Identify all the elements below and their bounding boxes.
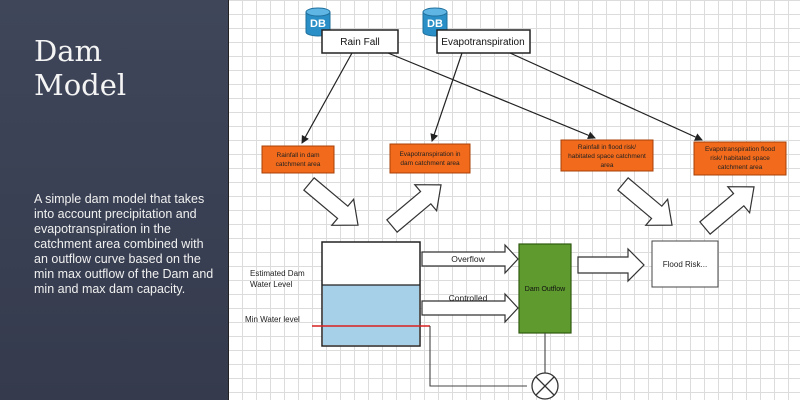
db-badge-evapotranspiration: DB [427, 18, 443, 30]
overflow-arrow [421, 243, 519, 275]
diagram-canvas: DB DB Rain Fall Evapotranspiration Rainf… [228, 0, 800, 400]
evap-dam-catchment-box [389, 143, 471, 174]
estimated-level-line-1: Estimated Dam [250, 269, 305, 278]
evap-flood-line-1: Evapotranspiration flood [705, 146, 775, 153]
arrow-evap-to-dam [430, 52, 463, 142]
controlled-arrow [421, 292, 519, 324]
title-line-2: Model [34, 68, 127, 102]
arrow-evap-to-flood [509, 52, 703, 141]
estimated-level-line-2: Water Level [250, 280, 293, 289]
rainfall-flood-line-3: area [600, 162, 613, 169]
evap-dam-line-1: Evapotranspiration in [399, 151, 460, 158]
min-water-level-label: Min Water level [245, 315, 300, 324]
rainfall-dam-line-2: catchment area [276, 161, 321, 168]
rainfall-flood-line-1: Rainfall in flood risk/ [578, 144, 636, 151]
controlled-label: Controlled [449, 293, 488, 303]
arrow-rain-to-dam [301, 52, 353, 144]
rainfall-flood-catchment-box [560, 139, 654, 172]
arrow-rain-to-flood [387, 52, 596, 140]
title-line-1: Dam [34, 34, 103, 68]
valve-icon [531, 372, 559, 400]
evap-flood-line-2: risk/ habitated space [710, 155, 770, 162]
database-icon-rainfall: DB [305, 7, 331, 37]
evap-dam-line-2: dam catchment area [400, 160, 460, 167]
outflow-to-flood-arrow [577, 247, 645, 283]
block-arrow-rain-into-dam [303, 177, 359, 226]
overflow-label: Overflow [451, 254, 485, 264]
evap-flood-catchment-box [693, 141, 787, 176]
dam-water-fill [323, 285, 419, 345]
rainfall-source-box [321, 29, 399, 54]
flood-risk-label: Flood Risk... [663, 260, 707, 269]
evapotranspiration-source-box [436, 29, 531, 54]
evap-flood-line-3: catchment area [718, 164, 763, 171]
rainfall-flood-line-2: habitated space catchment [568, 153, 646, 160]
rainfall-source-label: Rain Fall [340, 37, 379, 48]
slide-title: Dam Model [34, 34, 126, 102]
flood-risk-box [651, 240, 719, 288]
min-level-to-valve-connector [429, 326, 527, 387]
dam-model-diagram: DB DB Rain Fall Evapotranspiration Rainf… [245, 7, 787, 400]
block-arrow-evap-out-of-dam [386, 184, 442, 233]
block-arrow-rain-into-flood [617, 177, 673, 226]
dam-outflow-label: Dam Outflow [525, 286, 566, 293]
db-badge-rainfall: DB [310, 18, 326, 30]
rainfall-dam-catchment-box [261, 145, 335, 174]
rainfall-dam-line-1: Rainfall in dam [277, 152, 320, 159]
block-arrow-evap-out-of-flood [699, 186, 755, 235]
slide-description: A simple dam model that takes into accou… [34, 192, 214, 296]
evapotranspiration-source-label: Evapotranspiration [441, 37, 524, 48]
panel-divider [228, 0, 229, 400]
sidebar-panel: Dam Model A simple dam model that takes … [0, 0, 228, 400]
